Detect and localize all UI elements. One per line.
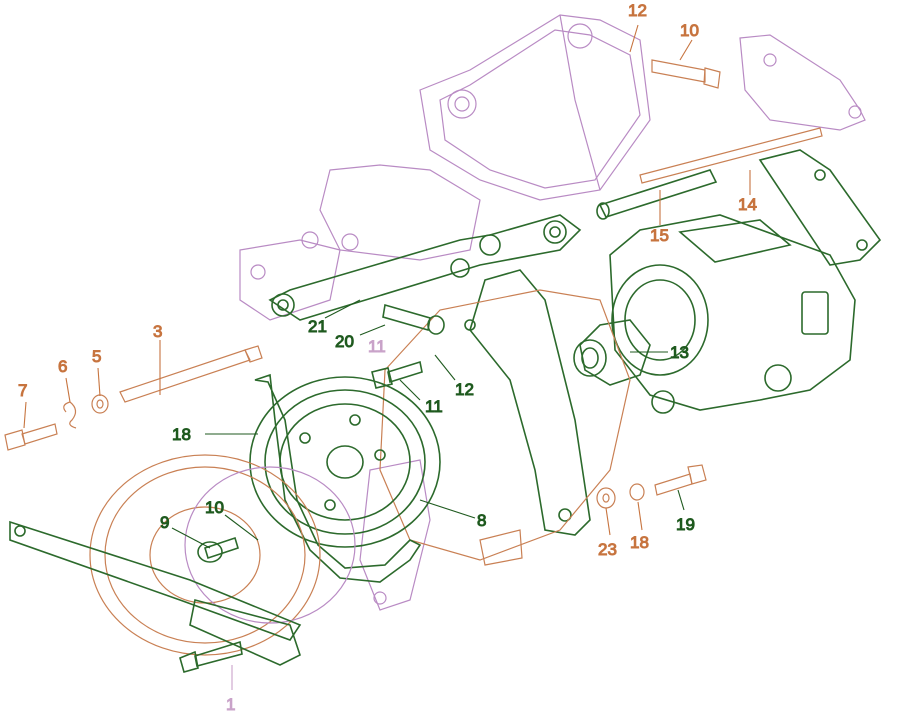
callout-10-top: 10 xyxy=(680,21,699,40)
bolt-11 xyxy=(371,360,423,389)
bolt-19 xyxy=(654,464,707,496)
bolt-7 xyxy=(4,423,58,451)
callout-23: 23 xyxy=(598,540,617,559)
bolt-20 xyxy=(382,303,445,335)
washer-23 xyxy=(596,487,616,509)
belt-guard xyxy=(254,373,422,583)
callout-group-orange: 12 10 14 15 3 6 5 7 23 18 xyxy=(18,1,758,560)
callout-12-top: 12 xyxy=(628,1,647,20)
callout-5: 5 xyxy=(92,347,101,366)
callout-6: 6 xyxy=(58,357,67,376)
pump-housing xyxy=(609,149,882,414)
washer-5 xyxy=(91,394,109,414)
callout-13: 13 xyxy=(670,343,689,362)
callout-14: 14 xyxy=(738,195,757,214)
callout-9: 9 xyxy=(160,513,169,532)
sleeve-15 xyxy=(596,169,718,220)
drive-belt xyxy=(9,520,302,666)
spring-washer-6 xyxy=(63,401,77,429)
tension-link xyxy=(268,214,582,321)
callout-3: 3 xyxy=(153,322,162,341)
callout-8: 8 xyxy=(477,511,486,530)
bolt-10-top xyxy=(651,59,721,89)
compressor-body xyxy=(379,289,631,566)
drive-pulley xyxy=(249,376,441,548)
washer-18-right xyxy=(629,483,645,501)
callout-20: 20 xyxy=(335,332,354,351)
callout-10-mid: 10 xyxy=(205,498,224,517)
callout-1: 1 xyxy=(226,695,235,714)
long-rod-14 xyxy=(639,127,823,184)
bolt-1 xyxy=(179,640,243,673)
callout-11-mid: 11 xyxy=(425,397,443,416)
mounting-bracket-outline xyxy=(239,14,866,611)
callout-18-right: 18 xyxy=(630,533,649,552)
bolt-9 xyxy=(204,536,239,560)
leader-lines xyxy=(23,24,751,690)
callout-7: 7 xyxy=(18,381,27,400)
mounting-plate xyxy=(464,269,591,536)
callout-21: 21 xyxy=(308,317,327,336)
callout-18-left: 18 xyxy=(172,425,191,444)
callout-19: 19 xyxy=(676,515,695,534)
callout-group-green: 13 21 20 12 11 18 10 9 8 19 xyxy=(160,317,696,535)
long-bolt-3 xyxy=(119,345,263,403)
callout-15: 15 xyxy=(650,226,669,245)
callout-12-mid: 12 xyxy=(455,380,474,399)
callout-group-pink: 11 1 xyxy=(226,337,387,715)
shaft-coupling xyxy=(573,319,651,386)
callout-11-upper: 11 xyxy=(368,337,386,356)
